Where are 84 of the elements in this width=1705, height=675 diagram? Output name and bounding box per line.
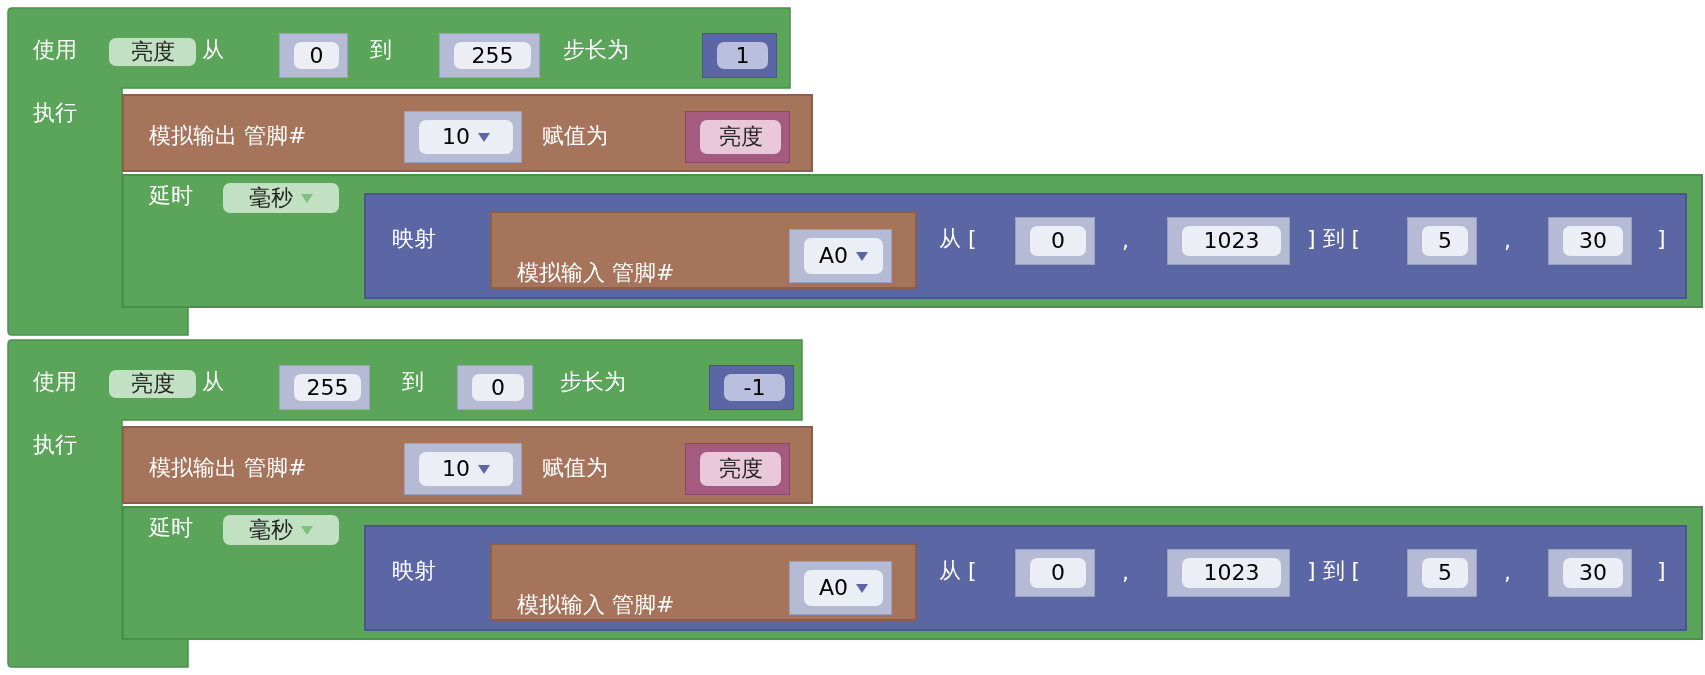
block-label: 赋值为 [542, 123, 608, 149]
number-field: 5 [1422, 558, 1468, 588]
variable-block [685, 111, 790, 163]
value-text: 毫秒 [249, 184, 293, 212]
number-block [1548, 217, 1632, 265]
number-field: 255 [294, 374, 361, 401]
block-label: 步长为 [563, 37, 629, 63]
block-label: ] [1657, 558, 1666, 584]
number-field: 255 [454, 42, 531, 69]
variable-field: 亮度 [109, 38, 196, 66]
block-label: ] 到 [ [1307, 558, 1361, 584]
block-label: , [1122, 228, 1129, 254]
block-label: 从 [202, 369, 224, 395]
number-block [1548, 549, 1632, 597]
value-text: 毫秒 [249, 516, 293, 544]
block-label: 延时 [149, 515, 193, 541]
block-label: 步长为 [560, 369, 626, 395]
analog-read-block [490, 211, 917, 289]
number-field: 1023 [1182, 558, 1281, 588]
number-field: 1023 [1182, 226, 1281, 256]
block-label: 从 [ [939, 226, 977, 252]
number-block [1015, 217, 1095, 265]
variable-field: 亮度 [109, 370, 196, 398]
number-block [1015, 549, 1095, 597]
analog-read-block [490, 543, 917, 621]
block-label: 延时 [149, 183, 193, 209]
pin-block [404, 443, 522, 495]
value-text: A0 [818, 575, 848, 601]
value-text: 10 [442, 456, 470, 482]
value-text: A0 [818, 243, 848, 269]
block-label: 从 [ [939, 558, 977, 584]
block-label: 映射 [392, 226, 436, 252]
pin-block [789, 229, 892, 283]
block-label: , [1122, 560, 1129, 586]
map-block [364, 525, 1687, 631]
dropdown-field [223, 515, 339, 545]
block-label: 执行 [33, 100, 77, 126]
block-label: 执行 [33, 432, 77, 458]
number-field: 5 [1422, 226, 1468, 256]
block-label: , [1504, 560, 1511, 586]
number-field: 0 [1030, 558, 1086, 588]
analog-write-block [122, 94, 813, 172]
block-label: 映射 [392, 558, 436, 584]
block-label: 到 [402, 369, 424, 395]
block-label: 模拟输出 管脚# [149, 123, 307, 149]
block-label: 使用 [33, 369, 77, 395]
number-block [1407, 217, 1477, 265]
number-block [457, 365, 533, 410]
block-label: 从 [202, 37, 224, 63]
block-label: ] [1657, 226, 1666, 252]
number-field: -1 [724, 374, 785, 401]
variable-field: 亮度 [700, 120, 781, 154]
number-block [279, 365, 370, 410]
block-label: 模拟输出 管脚# [149, 455, 307, 481]
block-label: 使用 [33, 37, 77, 63]
number-block [1167, 549, 1290, 597]
dropdown-field [223, 183, 339, 213]
number-field: 30 [1563, 226, 1623, 256]
number-block [1407, 549, 1477, 597]
delay-block [122, 174, 1703, 308]
number-field: 0 [472, 374, 524, 401]
variable-block [685, 443, 790, 495]
block-label: , [1504, 228, 1511, 254]
value-text: 10 [442, 124, 470, 150]
number-block [709, 365, 794, 410]
pin-block [789, 561, 892, 615]
block-label: 模拟输入 管脚# [517, 592, 675, 618]
delay-block [122, 506, 1703, 640]
number-block [279, 33, 348, 78]
map-block [364, 193, 1687, 299]
pin-block [404, 111, 522, 163]
number-field: 0 [1030, 226, 1086, 256]
block-label: 模拟输入 管脚# [517, 260, 675, 286]
analog-write-block [122, 426, 813, 504]
number-field: 30 [1563, 558, 1623, 588]
number-field: 1 [717, 42, 768, 69]
number-block [702, 33, 777, 78]
block-label: ] 到 [ [1307, 226, 1361, 252]
number-block [1167, 217, 1290, 265]
number-field: 0 [294, 42, 339, 69]
block-label: 赋值为 [542, 455, 608, 481]
number-block [439, 33, 540, 78]
variable-field: 亮度 [700, 452, 781, 486]
block-label: 到 [370, 37, 392, 63]
